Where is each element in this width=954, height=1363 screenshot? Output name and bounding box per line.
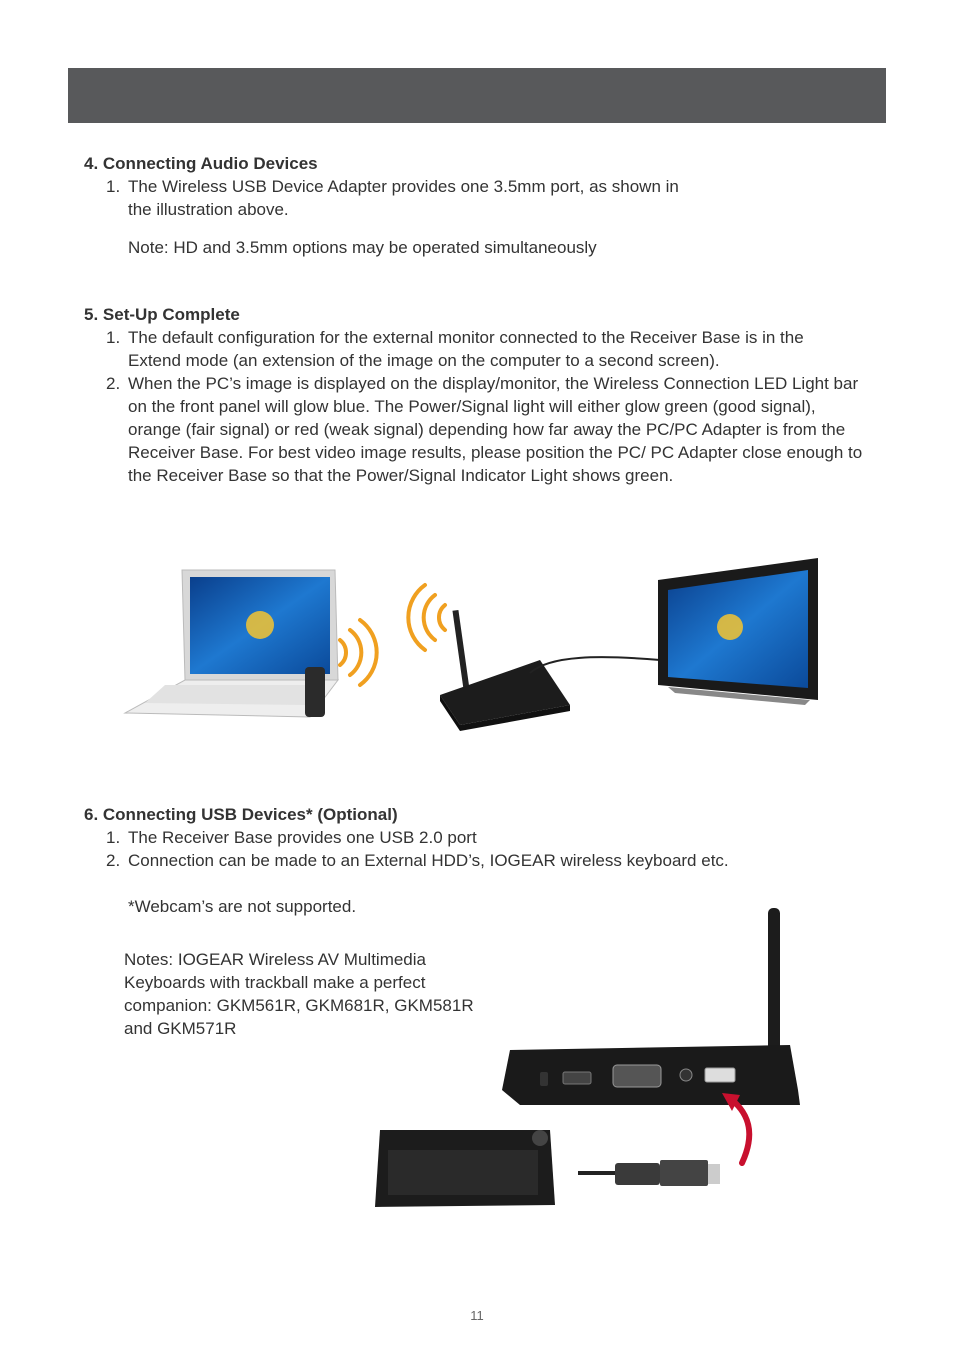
receiver-rear-panel: [502, 1045, 800, 1105]
item-text: The Wireless USB Device Adapter provides…: [128, 177, 679, 219]
item-text: The default configuration for the extern…: [128, 328, 804, 370]
item-number: 2.: [106, 374, 121, 393]
setup-illustration: [123, 558, 818, 731]
section-audio: 4. Connecting Audio Devices 1. The Wirel…: [84, 152, 884, 259]
section-usb-devices: 6. Connecting USB Devices* (Optional) 1.…: [84, 803, 884, 918]
header-bar: [68, 68, 886, 123]
receiver-base-image: [440, 609, 570, 731]
item-text: Connection can be made to an External HD…: [128, 851, 729, 870]
section-setup-complete: 5. Set-Up Complete 1. The default config…: [84, 303, 884, 487]
item-number: 1.: [106, 328, 121, 347]
item-text: The Receiver Base provides one USB 2.0 p…: [128, 828, 477, 847]
list-item: 2. When the PC’s image is displayed on t…: [84, 372, 868, 487]
list-item: 1. The Receiver Base provides one USB 2.…: [84, 826, 848, 849]
wifi-signal-icon: [338, 618, 379, 687]
video-cable: [529, 656, 661, 674]
item-text: When the PC’s image is displayed on the …: [128, 374, 863, 485]
item-number: 1.: [106, 177, 121, 196]
list-item: 1. The default configuration for the ext…: [84, 326, 848, 372]
usb-cable-image: [578, 1160, 720, 1186]
keyboard-image: [375, 1130, 555, 1207]
section-heading: 6. Connecting USB Devices* (Optional): [84, 805, 398, 824]
page-number: 11: [470, 1308, 484, 1323]
note-text: Note: HD and 3.5mm options may be operat…: [128, 238, 597, 257]
wifi-signal-icon: [406, 583, 447, 652]
insert-arrow-icon: [729, 1097, 753, 1166]
list-item: 1. The Wireless USB Device Adapter provi…: [84, 175, 688, 221]
section-heading: 4. Connecting Audio Devices: [84, 154, 318, 173]
list-item: 2. Connection can be made to an External…: [84, 849, 868, 872]
footnote-text: *Webcam’s are not supported.: [128, 897, 357, 916]
arrow-head-icon: [722, 1093, 740, 1111]
section-heading: 5. Set-Up Complete: [84, 305, 240, 324]
item-number: 1.: [106, 828, 121, 847]
laptop-image: [123, 569, 340, 718]
item-number: 2.: [106, 851, 121, 870]
tv-image: [658, 558, 818, 705]
usb-connection-illustration: [375, 908, 800, 1207]
notes-text: Notes: IOGEAR Wireless AV Multimedia Key…: [124, 950, 474, 1038]
